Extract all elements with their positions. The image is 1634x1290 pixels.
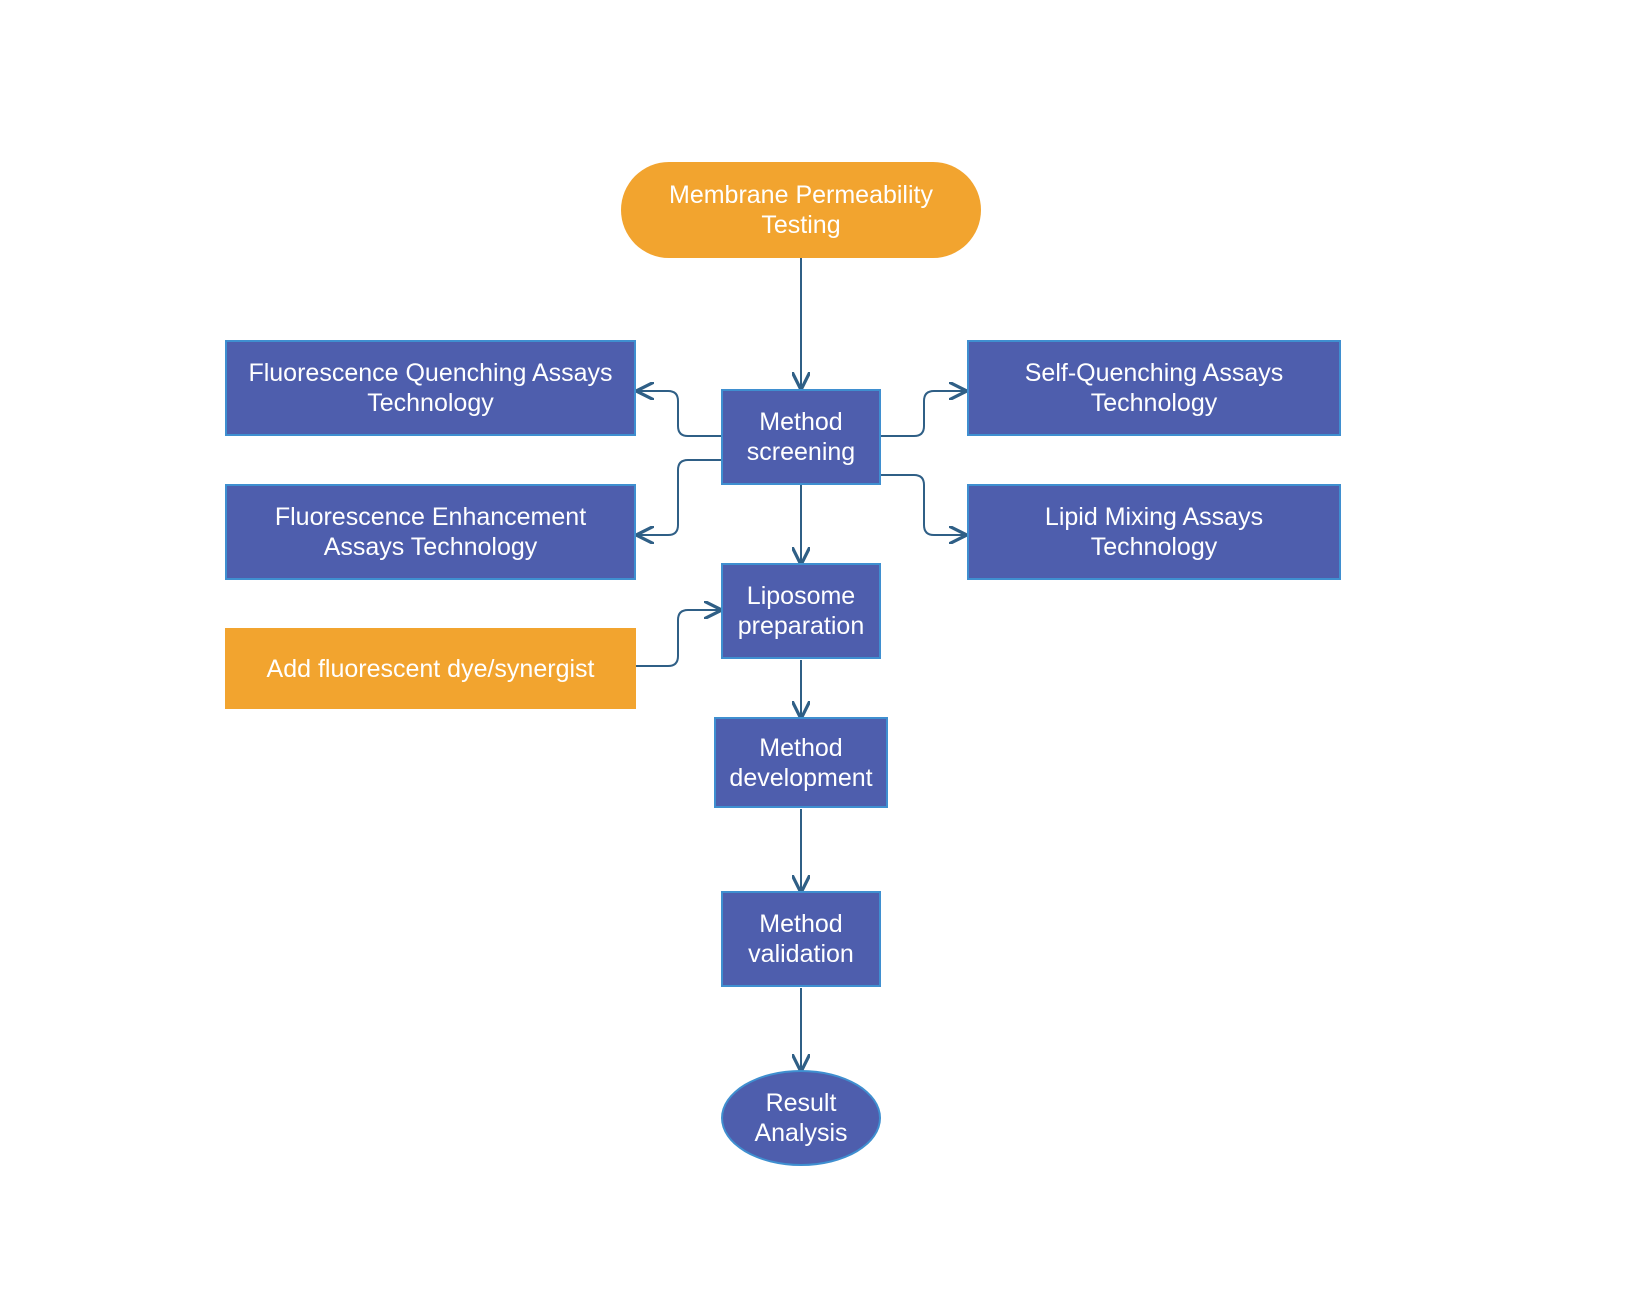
self-quenching-node: Self-Quenching Assays Technology	[967, 340, 1341, 436]
liposome-preparation-node: Liposome preparation	[721, 563, 881, 659]
arrow-screening-to-fq	[638, 391, 722, 437]
liposome-preparation-label: Liposome preparation	[737, 582, 865, 640]
method-screening-label: Method screening	[746, 408, 856, 466]
method-screening-node: Method screening	[721, 389, 881, 485]
fluorescence-quenching-label: Fluorescence Quenching Assays Technology	[248, 359, 613, 417]
result-analysis-node: Result Analysis	[721, 1070, 881, 1166]
method-development-label: Method development	[729, 733, 873, 792]
lipid-mixing-label: Lipid Mixing Assays Technology	[1044, 503, 1264, 561]
arrow-dye-to-liposome	[636, 610, 720, 667]
add-dye-label: Add fluorescent dye/synergist	[266, 654, 595, 683]
fluorescence-enhancement-node: Fluorescence Enhancement Assays Technolo…	[225, 484, 636, 580]
fluorescence-quenching-node: Fluorescence Quenching Assays Technology	[225, 340, 636, 436]
add-dye-node: Add fluorescent dye/synergist	[225, 628, 636, 709]
fluorescence-enhancement-label: Fluorescence Enhancement Assays Technolo…	[274, 503, 587, 561]
method-development-node: Method development	[714, 717, 888, 808]
method-validation-node: Method validation	[721, 891, 881, 987]
result-analysis-label: Result Analysis	[754, 1089, 848, 1147]
lipid-mixing-node: Lipid Mixing Assays Technology	[967, 484, 1341, 580]
arrow-screening-to-sq	[880, 391, 965, 437]
arrow-screening-to-fe	[638, 459, 722, 535]
start-node-label: Membrane Permeability Testing	[669, 181, 933, 239]
method-validation-label: Method validation	[748, 910, 854, 968]
start-node: Membrane Permeability Testing	[621, 162, 981, 258]
arrow-screening-to-lm	[880, 474, 965, 535]
self-quenching-label: Self-Quenching Assays Technology	[1024, 359, 1284, 417]
